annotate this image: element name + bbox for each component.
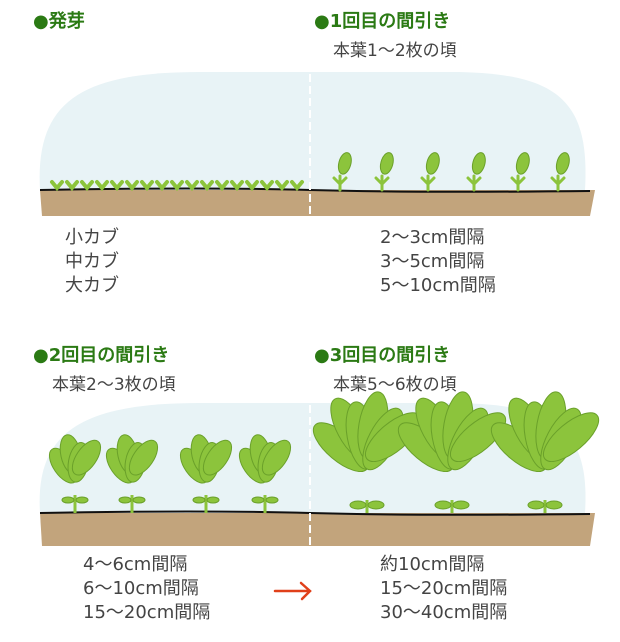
- sprout: [170, 180, 184, 192]
- stage-title-second-thinning: ●2回目の間引き: [33, 345, 170, 366]
- stage-title-first-thinning: ●1回目の間引き: [314, 11, 451, 32]
- sprout: [185, 180, 199, 192]
- variety-large: 大カブ: [65, 275, 119, 296]
- cotyledon: [118, 496, 132, 504]
- plant-leaf: [261, 439, 292, 476]
- spacing-first-small: 2～3cm間隔: [380, 227, 485, 248]
- seedling-stem: [466, 174, 482, 192]
- spacing-third-medium: 15～20cm間隔: [380, 578, 508, 599]
- seedling-leaf: [471, 152, 486, 175]
- sprout: [50, 180, 64, 192]
- top-tunnel-cover: [39, 72, 586, 190]
- plant-leaf: [71, 439, 102, 476]
- sprout: [245, 180, 259, 192]
- cotyledon: [545, 500, 563, 510]
- sprout: [65, 180, 79, 192]
- stage-subtitle-third-thinning: 本葉5～6枚の頃: [333, 375, 457, 395]
- seedling-stem: [510, 174, 526, 192]
- plant-leaf: [542, 412, 600, 462]
- cotyledon: [452, 500, 470, 510]
- cotyledon: [265, 496, 279, 504]
- cotyledon: [349, 500, 367, 510]
- seedling-stem: [332, 174, 348, 192]
- sprout: [215, 180, 229, 192]
- bottom-tunnel-soil: [40, 513, 595, 546]
- cotyledon: [132, 496, 146, 504]
- cotyledon: [192, 496, 206, 504]
- spacing-second-small: 4～6cm間隔: [83, 554, 188, 575]
- seedling-leaf: [515, 152, 530, 175]
- sprout: [80, 180, 94, 192]
- sprout: [260, 180, 274, 192]
- cotyledon: [75, 496, 89, 504]
- variety-list: 小カブ 中カブ 大カブ: [65, 226, 119, 298]
- spacing-second-medium: 6～10cm間隔: [83, 578, 199, 599]
- stage-title-third-thinning: ●3回目の間引き: [314, 345, 451, 366]
- cotyledon: [206, 496, 220, 504]
- spacing-first-large: 5～10cm間隔: [380, 275, 496, 296]
- spacing-first-list: 2～3cm間隔 3～5cm間隔 5～10cm間隔: [380, 226, 496, 298]
- spacing-third-small: 約10cm間隔: [380, 554, 485, 575]
- plant-leaf: [202, 439, 233, 476]
- cotyledon: [367, 500, 385, 510]
- cotyledon: [251, 496, 265, 504]
- seedling-leaf: [425, 152, 440, 175]
- cotyledon: [434, 500, 452, 510]
- top-tunnel-soil: [40, 190, 595, 216]
- sprout: [290, 180, 304, 192]
- arrow-right-icon: [273, 581, 312, 601]
- stage-title-germination: ●発芽: [33, 11, 85, 32]
- spacing-second-list: 4～6cm間隔 6～10cm間隔 15～20cm間隔: [83, 553, 210, 625]
- sprout: [230, 180, 244, 192]
- stage-subtitle-second-thinning: 本葉2～3枚の頃: [52, 375, 176, 395]
- sprout: [140, 180, 154, 192]
- sprout: [125, 180, 139, 192]
- spacing-third-large: 30～40cm間隔: [380, 602, 508, 623]
- sprout: [275, 180, 289, 192]
- seedling-stem: [374, 174, 390, 192]
- seedling-leaf: [379, 152, 394, 175]
- cotyledon: [61, 496, 75, 504]
- sprout: [200, 180, 214, 192]
- spacing-third-list: 約10cm間隔 15～20cm間隔 30～40cm間隔: [380, 553, 507, 625]
- seedling-leaf: [337, 152, 352, 175]
- cotyledon: [527, 500, 545, 510]
- spacing-second-large: 15～20cm間隔: [83, 602, 211, 623]
- seedling-leaf: [555, 152, 570, 175]
- stage-subtitle-first-thinning: 本葉1～2枚の頃: [333, 41, 457, 61]
- top-tunnel-scene: [39, 72, 595, 216]
- spacing-first-medium: 3～5cm間隔: [380, 251, 485, 272]
- seedling-stem: [420, 174, 436, 192]
- sprout: [155, 180, 169, 192]
- seedling-stem: [550, 174, 566, 192]
- variety-small: 小カブ: [65, 227, 119, 248]
- plant-leaf: [449, 412, 507, 462]
- sprout: [95, 180, 109, 192]
- plant-leaf: [128, 439, 159, 476]
- variety-medium: 中カブ: [65, 251, 119, 272]
- sprout: [110, 180, 124, 192]
